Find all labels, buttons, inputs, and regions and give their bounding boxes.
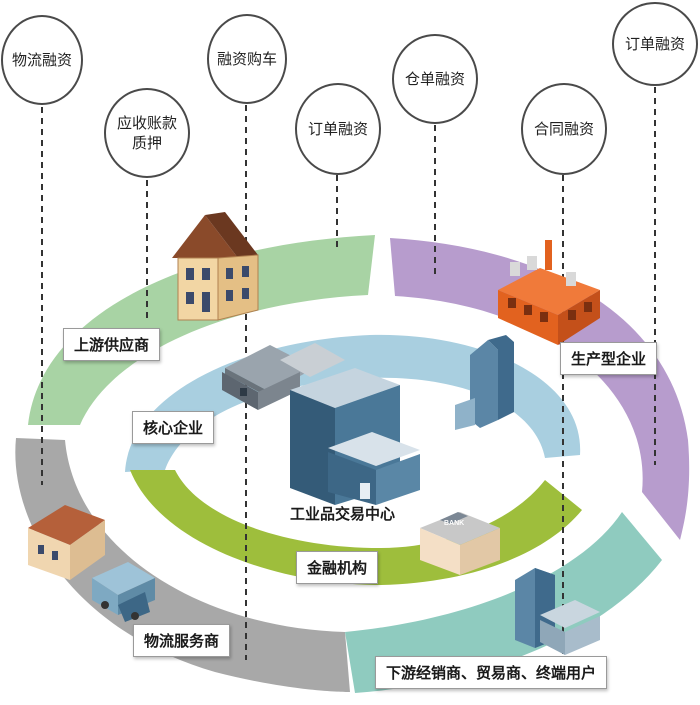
upstream-ring: [28, 235, 375, 425]
label-manufacturing-enterprise: 生产型企业: [560, 342, 658, 375]
bubble-logistics-finance: 物流融资: [1, 15, 83, 105]
bank-sign: BANK: [444, 520, 464, 527]
label-logistics-service-provider: 物流服务商: [133, 624, 231, 657]
label-logistics-service-provider-text: 物流服务商: [144, 632, 220, 650]
label-upstream-supplier: 上游供应商: [63, 328, 161, 361]
bubble-receivables-pledge-line1: 应收账款: [116, 113, 177, 132]
bubble-logistics-finance-label: 物流融资: [11, 50, 72, 69]
bubble-finance-car-purchase-label: 融资购车: [216, 49, 277, 68]
skyscraper-icon: [455, 335, 514, 430]
plant-icon: [222, 343, 345, 410]
logistics-ring: [15, 438, 351, 692]
bubble-receivables-pledge-line2: 质押: [131, 134, 162, 152]
manufacturing-ring: [390, 238, 690, 540]
label-upstream-supplier-text: 上游供应商: [74, 336, 150, 354]
label-core-enterprise: 核心企业: [132, 411, 215, 444]
bubble-finance-car-purchase: 融资购车: [207, 14, 287, 104]
bubble-order-finance-outer: 订单融资: [612, 2, 698, 86]
label-downstream-customers: 下游经销商、贸易商、终端用户: [375, 656, 608, 689]
label-manufacturing-enterprise-text: 生产型企业: [571, 350, 647, 368]
bubble-contract-finance-label: 合同融资: [533, 119, 594, 138]
bubble-warehouse-receipt-finance: 仓单融资: [392, 34, 478, 124]
label-downstream-customers-text: 下游经销商、贸易商、终端用户: [386, 664, 597, 682]
supplier-house-icon: [172, 212, 259, 321]
factory-icon: [498, 240, 600, 345]
bubble-order-finance-inner: 订单融资: [295, 83, 381, 175]
downstream-building-icon: [515, 568, 600, 655]
bubble-order-finance-outer-label: 订单融资: [624, 34, 685, 53]
logistics-warehouse-icon: [28, 505, 105, 580]
label-trade-center: 工业品交易中心: [290, 505, 396, 523]
downstream-ring: [345, 512, 662, 693]
label-financial-institution: 金融机构: [296, 551, 379, 584]
truck-icon: [92, 562, 155, 622]
label-core-enterprise-text: 核心企业: [143, 419, 204, 437]
bubble-contract-finance: 合同融资: [521, 83, 607, 175]
bubble-order-finance-inner-label: 订单融资: [307, 119, 368, 138]
bubble-receivables-pledge: 应收账款 质押: [104, 88, 190, 178]
bubble-receivables-pledge-label: 应收账款 质押: [117, 113, 177, 154]
label-financial-institution-text: 金融机构: [307, 559, 368, 577]
bank-building-icon: BANK: [420, 512, 500, 575]
trade-center-building-icon: [290, 368, 420, 505]
bubble-warehouse-receipt-finance-label: 仓单融资: [404, 69, 465, 88]
